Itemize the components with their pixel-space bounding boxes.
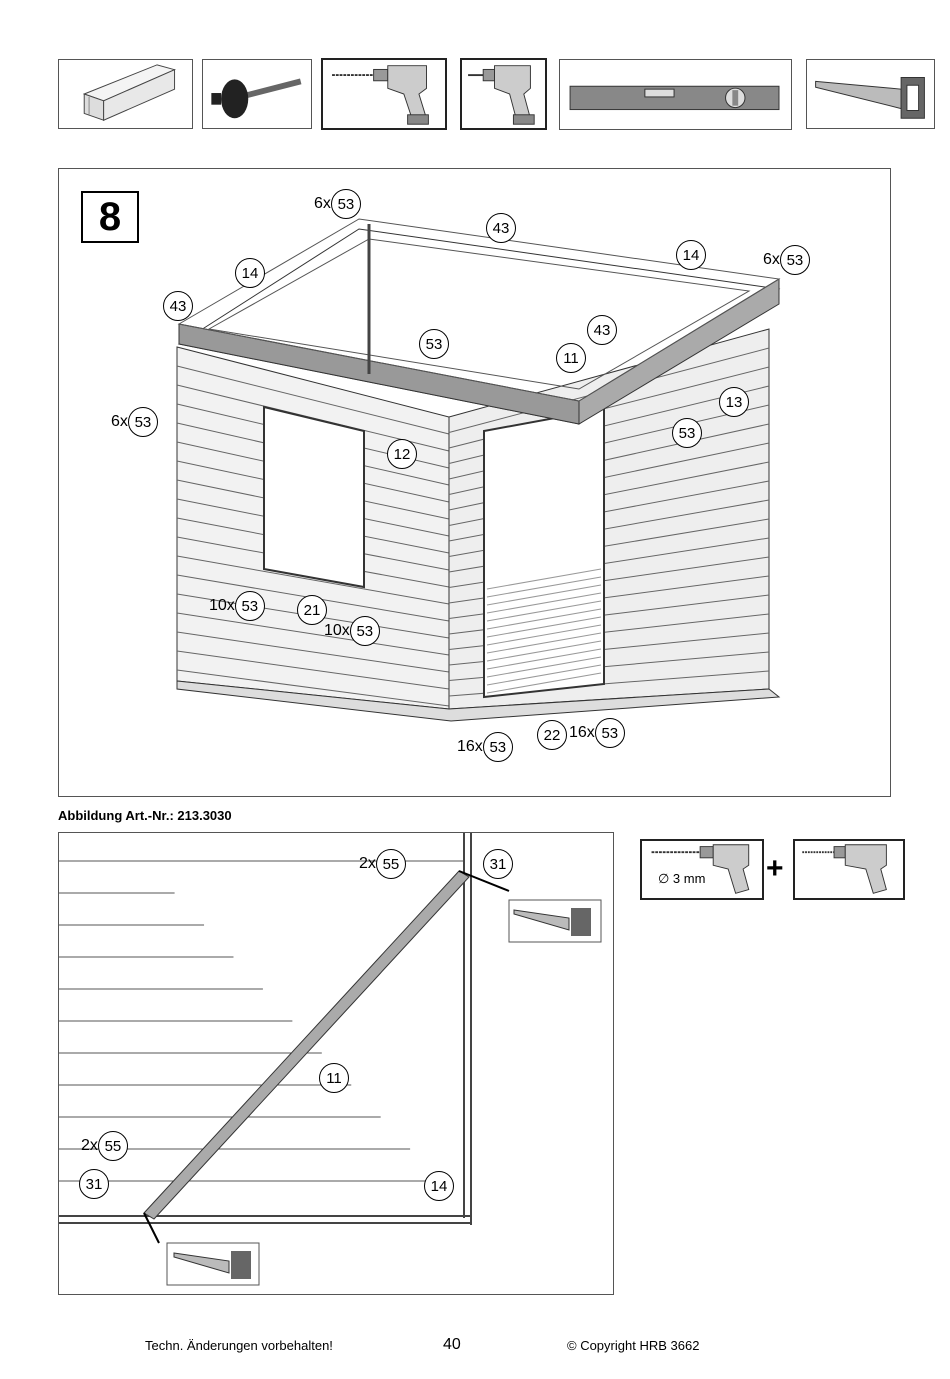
callout-quantity: 6x: [111, 413, 128, 430]
tool-saw: [806, 59, 935, 129]
callout-quantity: 16x: [457, 738, 483, 755]
callout: 13: [719, 387, 749, 417]
footer-copyright: © Copyright HRB 3662: [567, 1338, 700, 1353]
callout: 53: [672, 418, 702, 448]
plus-sign: +: [766, 852, 784, 885]
callout: 22: [537, 720, 567, 750]
footer-disclaimer: Techn. Änderungen vorbehalten!: [145, 1338, 333, 1353]
callout-part-number: 53: [349, 616, 380, 646]
callout-part-number: 21: [297, 595, 327, 625]
callout-part-number: 31: [483, 849, 513, 879]
callout-part-number: 43: [486, 213, 516, 243]
hand-saw-icon: [815, 77, 925, 119]
drill-diameter-label: ∅ 3 mm: [658, 871, 706, 886]
step-number: 8: [81, 191, 139, 243]
spirit-level-icon: [569, 85, 780, 111]
callout-part-number: 53: [779, 245, 810, 275]
callout-part-number: 14: [676, 240, 706, 270]
cordless-screwdriver-icon: [802, 844, 887, 894]
predrill-drill: ∅ 3 mm: [640, 839, 764, 900]
callout-part-number: 55: [97, 1131, 128, 1161]
corner-brace-detail-drawing: [59, 833, 602, 1286]
callout-part-number: 12: [387, 439, 417, 469]
callout-quantity: 2x: [359, 855, 376, 872]
tool-drill: [321, 58, 447, 130]
callout-quantity: 6x: [763, 251, 780, 268]
callout-part-number: 53: [234, 591, 265, 621]
callout-part-number: 43: [587, 315, 617, 345]
callout-part-number: 53: [594, 718, 625, 748]
callout-part-number: 22: [537, 720, 567, 750]
tool-screwdriver: [460, 58, 547, 130]
wood-board-icon: [82, 64, 177, 121]
callout: 14: [676, 240, 706, 270]
callout: 31: [79, 1169, 109, 1199]
callout-part-number: 53: [419, 329, 449, 359]
callout-part-number: 53: [672, 418, 702, 448]
figure-caption: Abbildung Art.-Nr.: 213.3030: [58, 808, 232, 823]
tool-mallet: [202, 59, 312, 129]
callout-quantity: 2x: [81, 1137, 98, 1154]
callout-part-number: 14: [424, 1171, 454, 1201]
callout-quantity: 6x: [314, 195, 331, 212]
callout: 11: [556, 343, 586, 373]
callout: 12: [387, 439, 417, 469]
callout-part-number: 55: [375, 849, 406, 879]
callout-quantity: 16x: [569, 724, 595, 741]
callout: 43: [587, 315, 617, 345]
callout: 14: [235, 258, 265, 288]
callout-quantity: 10x: [209, 597, 235, 614]
callout-part-number: 53: [482, 732, 513, 762]
callout-part-number: 31: [79, 1169, 109, 1199]
callout-quantity: 10x: [324, 622, 350, 639]
shed-walls-drawing: [176, 218, 781, 722]
callout: 43: [163, 291, 193, 321]
callout-part-number: 11: [319, 1063, 349, 1093]
callout: 11: [319, 1063, 349, 1093]
drill-with-bit-icon: [332, 65, 429, 125]
tool-board: [58, 59, 193, 129]
predrill-screwdriver: [793, 839, 905, 900]
callout-part-number: 11: [556, 343, 586, 373]
callout: 43: [486, 213, 516, 243]
tool-level: [559, 59, 792, 130]
callout-part-number: 13: [719, 387, 749, 417]
page-number: 40: [443, 1336, 461, 1353]
callout: 14: [424, 1171, 454, 1201]
drill-with-bit-icon: [651, 844, 750, 894]
cordless-screwdriver-icon: [468, 65, 535, 125]
callout-part-number: 53: [127, 407, 158, 437]
callout: 53: [419, 329, 449, 359]
callout-part-number: 43: [163, 291, 193, 321]
callout: 21: [297, 595, 327, 625]
callout-part-number: 53: [330, 189, 361, 219]
callout-part-number: 14: [235, 258, 265, 288]
callout: 31: [483, 849, 513, 879]
rubber-mallet-icon: [211, 78, 302, 119]
